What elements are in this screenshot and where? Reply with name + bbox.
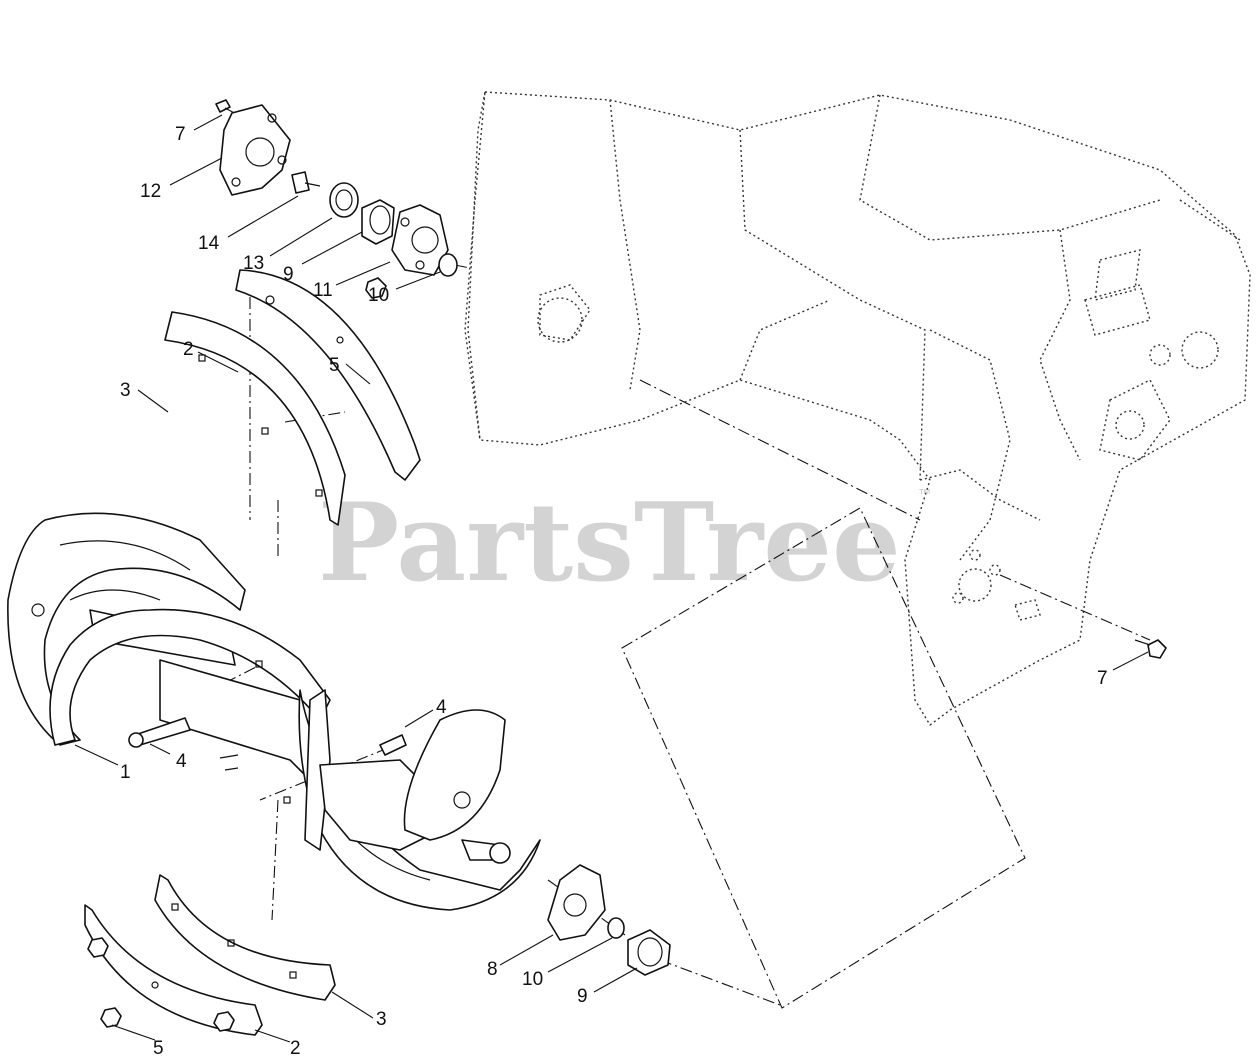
callout-8: 8: [487, 959, 498, 980]
bearing-assembly-bottom: [547, 864, 671, 976]
flange-plate-12: [219, 104, 291, 196]
carriage-bolt-14: [291, 171, 310, 194]
callout-1: 1: [120, 762, 131, 783]
skid-plate-3-top: [164, 311, 346, 526]
bearing-9-top: [361, 199, 395, 245]
callout-14: 14: [198, 233, 220, 254]
hex-nut-5-top: [365, 277, 387, 299]
watermark-trademark: ™: [918, 486, 931, 501]
housing-bolt-7-right: [1134, 639, 1167, 659]
bearing-9-bottom: [627, 929, 671, 976]
auger-right-paddle: [403, 709, 506, 841]
skid-plate-3-bottom: [154, 874, 336, 1001]
callout-10-bottom: 10: [522, 969, 543, 990]
callout-5-bottom: 5: [153, 1038, 164, 1059]
retaining-ring-10-bottom: [607, 917, 625, 939]
auger-housing-phantom: [464, 91, 1251, 727]
callout-12: 12: [140, 181, 161, 202]
callout-10-top: 10: [368, 285, 389, 306]
callout-11: 11: [313, 280, 333, 301]
callout-4-left: 4: [176, 751, 187, 772]
retaining-ring-10-top: [438, 253, 458, 277]
scraper-plates-top: [164, 269, 421, 526]
callout-labels: 7 12 14 13 9 11 10 2 5 3 4 4 1 7 8 10 9 …: [120, 124, 1108, 1059]
callout-5-top: 5: [329, 355, 340, 376]
callout-13: 13: [243, 253, 264, 274]
scraper-plate-2-bottom: [84, 904, 263, 1036]
alignment-lines: [165, 264, 1151, 1009]
callout-7-right: 7: [1097, 668, 1108, 689]
callout-9-bottom: 9: [577, 986, 588, 1007]
callout-7-top: 7: [175, 124, 186, 145]
bolt-7-top: [215, 99, 231, 113]
callout-9-top: 9: [283, 264, 294, 285]
scraper-plate-2-top: [235, 269, 421, 481]
callout-4-right: 4: [436, 697, 447, 718]
parts-tree-watermark: PartsTree ™: [318, 480, 931, 606]
hex-nut-bottom-a: [87, 937, 109, 958]
hex-nut-5-bottom: [100, 1007, 122, 1028]
auger-left-flight: [7, 512, 246, 746]
pin-4-right: [379, 734, 407, 756]
bearing-flange-8: [547, 864, 606, 941]
callout-3-bottom: 3: [376, 1009, 387, 1030]
bearing-assembly-top: [215, 99, 458, 277]
hex-nut-bottom-b: [213, 1011, 235, 1032]
scraper-plates-bottom: [84, 874, 336, 1036]
auger-inner-flight: [49, 608, 331, 746]
washer-13: [329, 182, 359, 218]
leader-lines: [74, 114, 1149, 1043]
callout-3-top: 3: [120, 380, 131, 401]
watermark-brand: PartsTree: [318, 480, 901, 606]
callout-2-bottom: 2: [290, 1038, 301, 1059]
auger-assembly: [7, 512, 541, 911]
callout-2-top: 2: [183, 339, 194, 360]
